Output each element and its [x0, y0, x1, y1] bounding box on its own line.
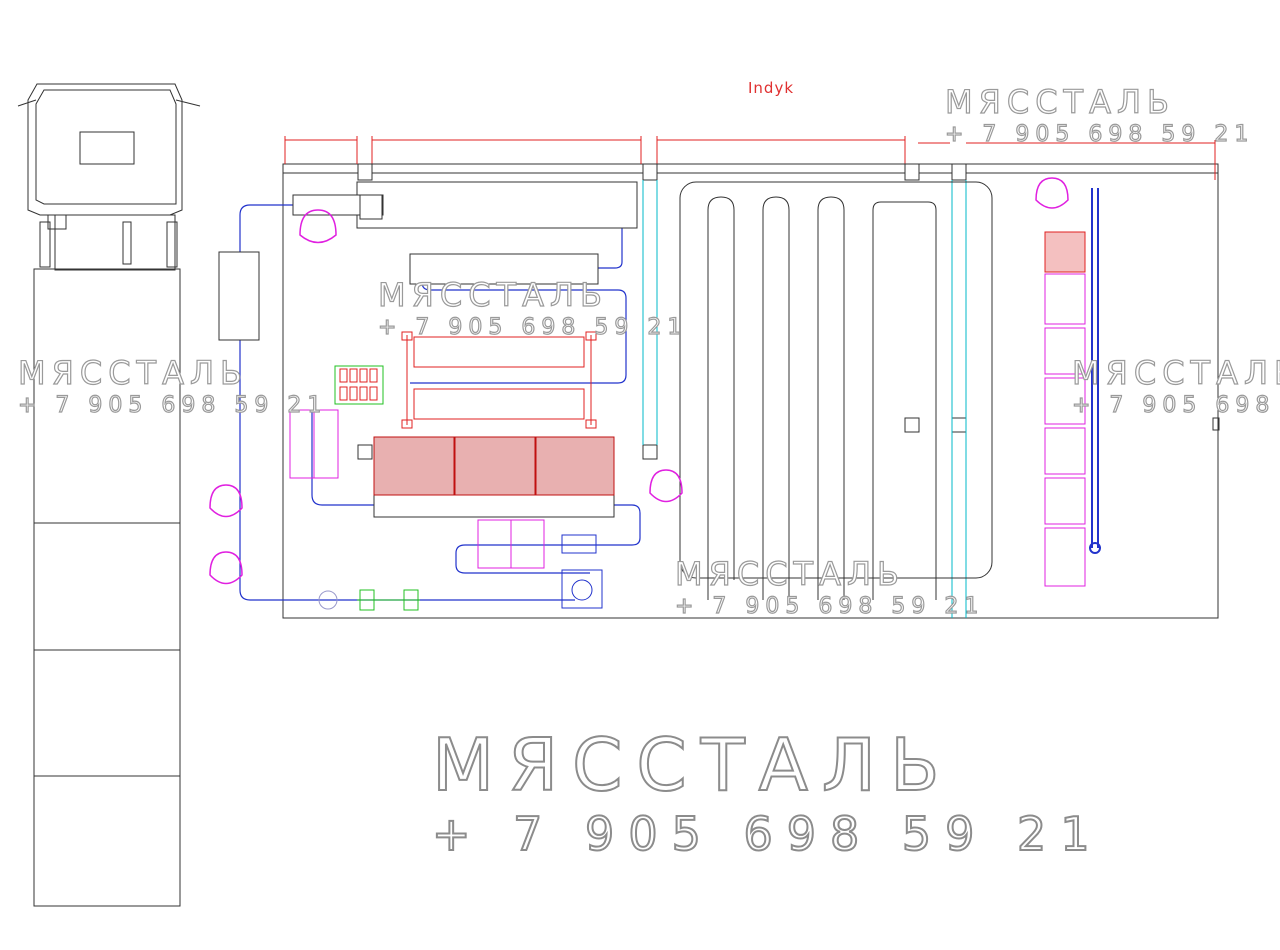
watermark-large: МЯССТАЛЬ + 7 905 698 59 21 [431, 722, 1104, 862]
red-holders [339, 368, 378, 401]
overhead-rail [1089, 188, 1101, 554]
plucker-unit [373, 436, 615, 518]
watermark-center: МЯССТАЛЬ + 7 905 698 59 21 [377, 275, 687, 340]
magenta-tables [289, 273, 1086, 587]
watermark-phone: + 7 905 698 59 21 [378, 315, 687, 340]
watermark-lower-center: МЯССТАЛЬ + 7 905 698 59 21 [674, 554, 984, 619]
chilling-serpentine [679, 181, 993, 600]
watermark-brand: МЯССТАЛЬ [378, 276, 608, 314]
worker-figures [209, 177, 1069, 585]
watermark-brand: МЯССТАЛЬ [675, 555, 905, 593]
watermark-phone: + 7 905 698 59 21 [945, 122, 1254, 147]
workstation-tables [218, 181, 638, 341]
dimension-lines [284, 136, 1216, 180]
bottom-equipment [318, 534, 603, 611]
diagram-title: Indyk [748, 79, 794, 97]
watermark-top-right: МЯССТАЛЬ + 7 905 698 59 21 [944, 82, 1254, 147]
truck-drawing [17, 83, 201, 907]
watermark-phone: + 7 905 698 59 21 [1072, 393, 1280, 418]
watermark-phone: + 7 905 698 59 21 [432, 807, 1104, 861]
watermark-brand: МЯССТАЛЬ [18, 354, 248, 392]
watermark-left: МЯССТАЛЬ + 7 905 698 59 21 [17, 353, 327, 418]
cyan-rails [642, 180, 967, 618]
red-process-units [401, 331, 597, 429]
watermark-brand: МЯССТАЛЬ [1072, 354, 1280, 392]
watermark-phone: + 7 905 698 59 21 [18, 393, 327, 418]
watermark-phone: + 7 905 698 59 21 [675, 594, 984, 619]
green-box [334, 365, 384, 405]
watermark-brand: МЯССТАЛЬ [432, 723, 953, 807]
crate-stack [1044, 231, 1086, 273]
watermark-brand: МЯССТАЛЬ [945, 83, 1175, 121]
watermark-right: МЯССТАЛЬ + 7 905 698 59 21 [1071, 353, 1280, 418]
building-outline [282, 163, 1220, 619]
columns [357, 163, 967, 460]
